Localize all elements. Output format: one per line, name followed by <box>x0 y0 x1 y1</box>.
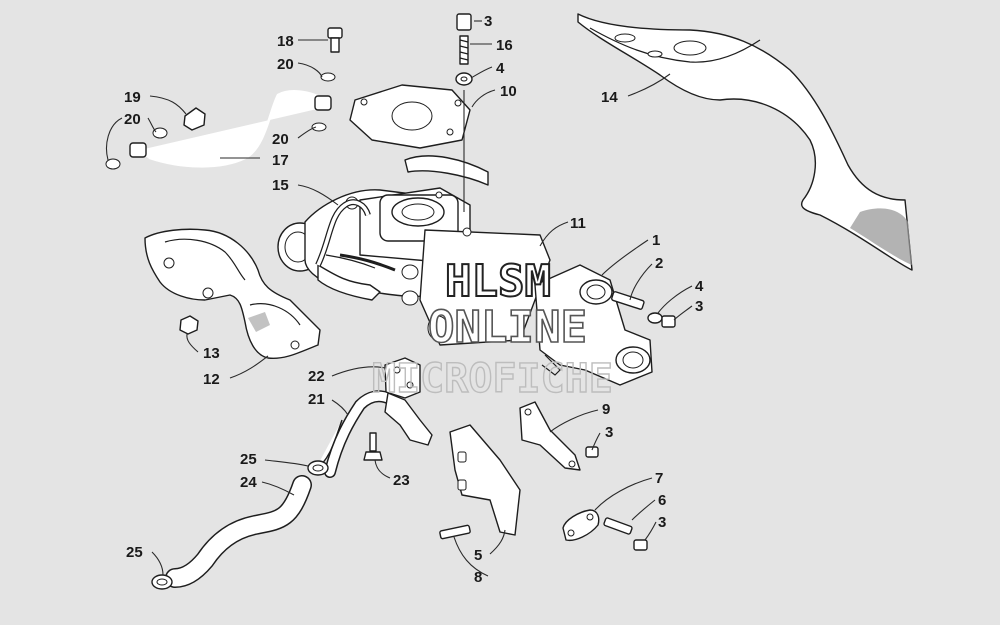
clamps-25 <box>151 460 329 590</box>
callout-10: 10 <box>500 83 517 100</box>
callout-3: 3 <box>695 298 703 315</box>
callout-14: 14 <box>601 89 618 106</box>
plate-22 <box>384 357 421 399</box>
callout-2: 2 <box>655 255 663 272</box>
callout-24: 24 <box>240 474 257 491</box>
bracket-9 <box>519 401 599 471</box>
callout-20: 20 <box>124 111 141 128</box>
watermark-line-3: MICROFICHE <box>372 356 613 402</box>
exhaust-elbow-1 <box>534 264 653 386</box>
callout-3: 3 <box>605 424 613 441</box>
gasket-10 <box>349 84 471 149</box>
callout-15: 15 <box>272 177 289 194</box>
watermark: HLSM ONLINE MICROFICHE <box>371 255 613 403</box>
leader-lines <box>105 20 693 577</box>
stud-stack-top <box>455 13 473 212</box>
callout-6: 6 <box>658 492 666 509</box>
heat-shield-12 <box>144 228 321 360</box>
flange-7 <box>562 509 600 542</box>
callout-3: 3 <box>658 514 666 531</box>
callout-22: 22 <box>308 368 325 385</box>
watermark-line-2: ONLINE <box>428 302 587 353</box>
callout-25: 25 <box>240 451 257 468</box>
hose-24 <box>165 419 343 588</box>
callout-18: 18 <box>277 33 294 50</box>
callout-16: 16 <box>496 37 513 54</box>
callout-9: 9 <box>602 401 610 418</box>
callout-13: 13 <box>203 345 220 362</box>
callout-8: 8 <box>474 569 482 586</box>
callout-21: 21 <box>308 391 325 408</box>
callout-3: 3 <box>484 13 492 30</box>
oil-line-17 <box>105 27 343 170</box>
callout-7: 7 <box>655 470 663 487</box>
callout-4: 4 <box>496 60 505 77</box>
callout-19: 19 <box>124 89 141 106</box>
callout-20: 20 <box>277 56 294 73</box>
callout-4: 4 <box>695 278 704 295</box>
turbocharger <box>277 155 551 346</box>
watermark-line-1: HLSM <box>445 256 551 307</box>
heat-shield-14 <box>577 13 913 271</box>
callout-5: 5 <box>474 547 482 564</box>
callout-12: 12 <box>203 371 220 388</box>
callout-23: 23 <box>393 472 410 489</box>
bracket-5 <box>439 424 521 540</box>
callout-25: 25 <box>126 544 143 561</box>
tube-15 <box>315 199 396 272</box>
stud-6 <box>603 517 648 551</box>
pipe-21 <box>324 390 433 478</box>
stud-washer-nut-2-4-3 <box>611 291 676 328</box>
callout-numbers: 18 20 19 20 20 17 15 3 16 4 10 14 11 1 2… <box>124 13 704 586</box>
callout-20: 20 <box>272 131 289 148</box>
callout-1: 1 <box>652 232 660 249</box>
callout-11: 11 <box>570 215 586 232</box>
callout-17: 17 <box>272 152 289 169</box>
bolt-23 <box>363 432 383 461</box>
